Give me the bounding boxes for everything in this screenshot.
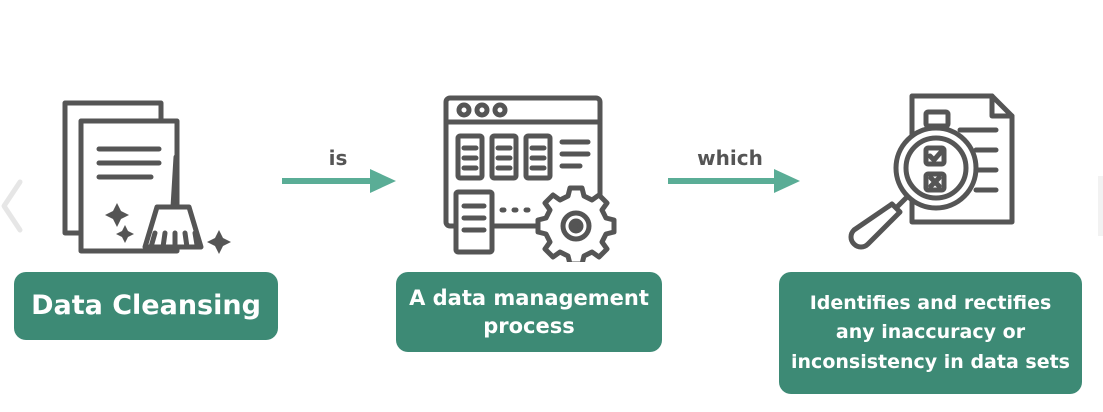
broom-documents-icon: [62, 100, 231, 254]
magnifier-checklist-icon: [848, 93, 1015, 250]
arrow-right-icon: [282, 169, 396, 193]
step-box-data-management-process: A data management process: [396, 272, 662, 352]
step-label: Data Cleansing: [31, 289, 261, 321]
step-label: Identifies and rectifies any inaccuracy …: [791, 291, 1070, 373]
step-label: A data management process: [409, 285, 649, 338]
chevron-left-icon[interactable]: [0, 176, 24, 236]
step-box-data-cleansing: Data Cleansing: [14, 272, 278, 340]
arrow-right-icon: [668, 169, 800, 193]
browser-gear-icon: [443, 95, 617, 262]
carousel-edge-right[interactable]: [1098, 176, 1103, 236]
connector-label-is: is: [328, 146, 348, 170]
step-box-identifies-rectifies: Identifies and rectifies any inaccuracy …: [779, 272, 1082, 394]
connector-label-which: which: [697, 146, 763, 170]
